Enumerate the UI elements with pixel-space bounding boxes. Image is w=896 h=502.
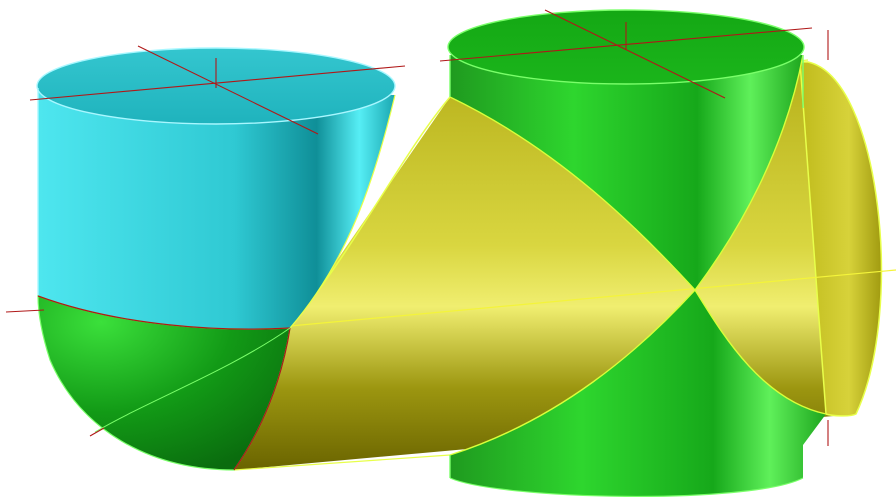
vertical-cylinder-right[interactable] (447, 9, 827, 497)
axis-lines (5, 9, 829, 446)
elbow-quarter-sphere[interactable] (37, 295, 291, 471)
pipe-end-cap-right[interactable] (799, 61, 883, 417)
